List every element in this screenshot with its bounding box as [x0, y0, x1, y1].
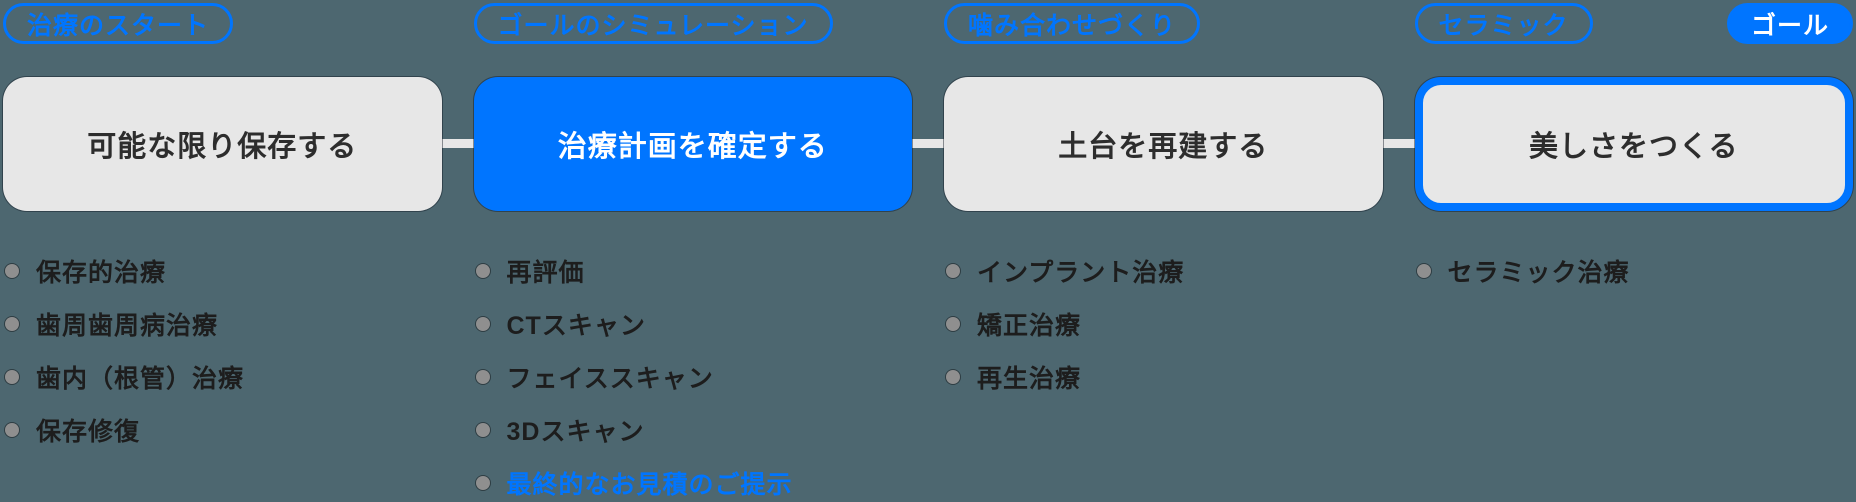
stage-column-ceramic: セラミック ゴール 美しさをつくる セラミック治療: [1414, 3, 1854, 502]
list-item: 保存修復: [5, 416, 442, 446]
list-item: 矯正治療: [946, 310, 1383, 340]
bullet-dot-icon: [475, 422, 490, 437]
connector-line: [425, 139, 485, 148]
list-item: セラミック治療: [1416, 257, 1854, 287]
bullet-list: インプラント治療 矯正治療 再生治療: [944, 257, 1383, 393]
connector-line: [1368, 139, 1428, 148]
badge-row: 治療のスタート: [3, 3, 442, 44]
stage-column-occlusion: 噛み合わせづくり 土台を再建する インプラント治療 矯正治療: [944, 3, 1383, 502]
list-item: CTスキャン: [475, 310, 913, 340]
badge-row: ゴールのシミュレーション: [473, 3, 913, 44]
bullet-dot-icon: [475, 263, 490, 278]
connector-line: [898, 139, 956, 148]
stage-badge: ゴールのシミュレーション: [473, 3, 833, 44]
bullet-dot-icon: [946, 263, 960, 278]
bullet-dot-icon: [475, 316, 490, 331]
bullet-dot-icon: [475, 475, 490, 490]
list-item: 最終的なお見積のご提示: [475, 469, 913, 499]
stage-column-start: 治療のスタート 可能な限り保存する 保存的治療 歯周歯周病治療: [3, 3, 442, 502]
bullet-dot-icon: [5, 263, 19, 278]
bullet-dot-icon: [1416, 263, 1431, 278]
stage-badge: 噛み合わせづくり: [944, 3, 1201, 44]
bullet-dot-icon: [5, 316, 19, 331]
stage-badge: 治療のスタート: [3, 3, 234, 44]
list-item: 再生治療: [946, 363, 1383, 393]
list-item: 再評価: [475, 257, 913, 287]
list-item: 保存的治療: [5, 257, 442, 287]
list-item: フェイススキャン: [475, 363, 913, 393]
bullet-list: 保存的治療 歯周歯周病治療 歯内（根管）治療 保存修復: [3, 257, 442, 446]
list-item: 歯周歯周病治療: [5, 310, 442, 340]
bullet-dot-icon: [5, 422, 19, 437]
goal-badge: ゴール: [1726, 3, 1853, 44]
stage-box: 可能な限り保存する: [3, 77, 442, 211]
list-item: インプラント治療: [946, 257, 1383, 287]
badge-row: セラミック ゴール: [1414, 3, 1853, 44]
stage-badge: セラミック: [1414, 3, 1593, 44]
bullet-list: セラミック治療: [1415, 257, 1854, 287]
list-item: 歯内（根管）治療: [5, 363, 442, 393]
list-item: 3Dスキャン: [475, 416, 913, 446]
bullet-dot-icon: [5, 369, 19, 384]
bullet-dot-icon: [946, 316, 960, 331]
bullet-dot-icon: [475, 369, 490, 384]
bullet-list: 再評価 CTスキャン フェイススキャン 3Dスキャン: [474, 257, 913, 499]
bullet-dot-icon: [946, 369, 960, 384]
stage-box-active: 治療計画を確定する: [473, 77, 912, 211]
stage-box: 土台を再建する: [944, 77, 1383, 211]
stage-box-outlined: 美しさをつくる: [1414, 77, 1853, 211]
stage-column-simulation: ゴールのシミュレーション 治療計画を確定する 再評価 CTスキャン: [473, 3, 913, 502]
badge-row: 噛み合わせづくり: [944, 3, 1383, 44]
